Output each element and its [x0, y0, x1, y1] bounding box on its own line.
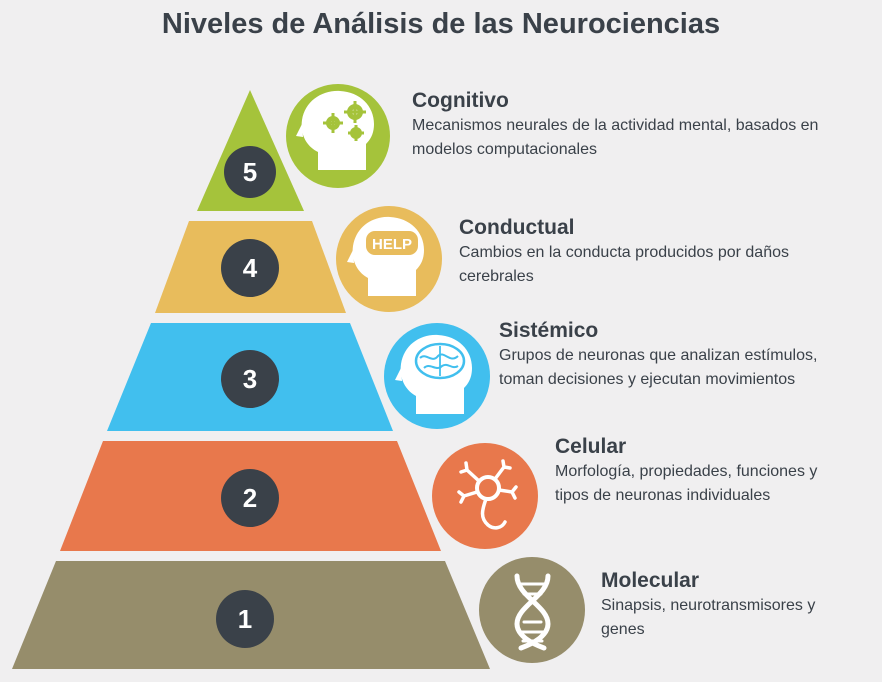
neuron-icon [432, 443, 538, 549]
level-badge-2: 2 [221, 469, 279, 527]
head-help-icon: HELP [336, 206, 442, 312]
level-description-line: cerebrales [459, 268, 534, 285]
dna-icon [479, 557, 585, 663]
head-brain-icon [384, 323, 490, 429]
level-3-text: Sistémico Grupos de neuronas que analiza… [499, 318, 817, 392]
level-badge-1: 1 [216, 590, 274, 648]
level-name: Sistémico [499, 319, 599, 342]
page-title: Niveles de Análisis de las Neurociencias [161, 8, 721, 40]
level-number-2: 2 [243, 483, 257, 513]
level-description-line: Cambios en la conducta producidos por da… [459, 244, 789, 261]
level-name: Celular [555, 435, 627, 458]
level-description-line: modelos computacionales [412, 141, 597, 158]
help-text: HELP [372, 236, 412, 253]
level-number-1: 1 [238, 604, 252, 634]
level-4-text: Conductual Cambios en la conducta produc… [459, 215, 789, 289]
level-2-text: Celular Morfología, propiedades, funcion… [555, 434, 817, 508]
level-description-line: Mecanismos neurales de la actividad ment… [412, 117, 819, 134]
level-1-text: Molecular Sinapsis, neurotransmisores y … [601, 568, 815, 642]
level-badge-4: 4 [221, 239, 279, 297]
level-description-line: Grupos de neuronas que analizan estímulo… [499, 347, 818, 364]
level-badge-3: 3 [221, 350, 279, 408]
level-name: Cognitivo [412, 89, 509, 112]
level-description-line: tipos de neuronas individuales [555, 487, 771, 504]
level-description-line: toman decisiones y ejecutan movimientos [499, 371, 796, 388]
level-description-line: Morfología, propiedades, funciones y [555, 463, 818, 480]
level-badge-5: 5 [224, 146, 276, 198]
level-number-3: 3 [243, 364, 257, 394]
level-name: Molecular [601, 569, 700, 592]
head-gears-icon [286, 84, 390, 188]
level-number-4: 4 [243, 253, 258, 283]
level-5-text: Cognitivo Mecanismos neurales de la acti… [412, 88, 818, 162]
level-name: Conductual [459, 216, 575, 239]
level-number-5: 5 [243, 157, 257, 187]
level-description-line: Sinapsis, neurotransmisores y [601, 597, 816, 614]
level-description-line: genes [601, 621, 645, 638]
